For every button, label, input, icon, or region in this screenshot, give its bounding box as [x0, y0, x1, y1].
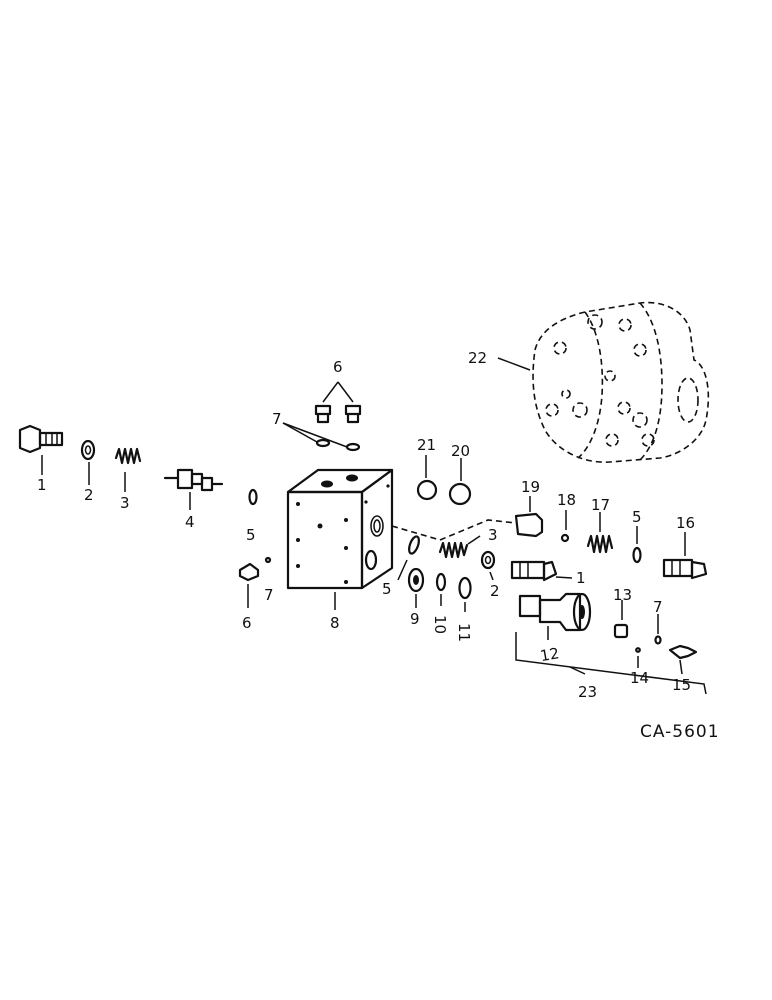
- callout-15: 15: [672, 676, 691, 694]
- part-plug-6-left: [238, 562, 260, 608]
- callout-10: 10: [431, 615, 449, 634]
- callout-17: 17: [591, 496, 610, 514]
- part-plugs-6-top: [314, 381, 362, 424]
- assembly-23-bracket: [515, 632, 707, 695]
- part-plug-1-right: [510, 560, 573, 582]
- part-plug-16: [662, 532, 708, 580]
- callout-23: 23: [578, 683, 597, 701]
- callout-labels: 1 2 3 4 5 6 7 8 6 7 5 9 10 11 3 2 21 20 …: [37, 349, 695, 701]
- part-oring-20: [448, 458, 472, 506]
- part-bushing-13: [613, 600, 629, 639]
- part-oring-5-right: [632, 526, 642, 564]
- part-oring-11: [458, 576, 472, 612]
- callout-2-middle: 2: [490, 582, 500, 600]
- callout-16: 16: [676, 514, 695, 532]
- callout-6-top: 6: [333, 358, 343, 376]
- callout-1-left: 1: [37, 476, 47, 494]
- callout-3-middle: 3: [488, 526, 498, 544]
- callout-12: 12: [539, 644, 561, 665]
- part-ball-14: [635, 647, 641, 668]
- callout-18: 18: [557, 491, 576, 509]
- part-ball-7-left: [264, 556, 272, 564]
- part-cartridge-12: [518, 592, 592, 640]
- callout-14: 14: [630, 669, 649, 687]
- part-oring-7-right: [654, 614, 662, 645]
- part-spool-4: [163, 468, 224, 510]
- callout-20: 20: [451, 442, 470, 460]
- callout-5-left: 5: [246, 526, 256, 544]
- part-orings-7-top: [282, 422, 361, 452]
- callout-4: 4: [185, 513, 195, 531]
- callout-5-middle: 5: [382, 580, 392, 598]
- callout-11: 11: [455, 623, 473, 642]
- part-needle-15: [668, 644, 698, 675]
- part-spring-17: [586, 512, 614, 554]
- part-seal-9: [407, 567, 425, 608]
- callout-9: 9: [410, 610, 420, 628]
- callout-1-right: 1: [576, 569, 586, 587]
- callout-7-left: 7: [264, 586, 274, 604]
- part-oring-18: [560, 510, 570, 543]
- part-poppet-19: [514, 496, 544, 538]
- callout-13: 13: [613, 586, 632, 604]
- part-washer-2-middle: [480, 550, 496, 581]
- callout-5-right: 5: [632, 508, 642, 526]
- drawing-code: CA-5601: [640, 722, 720, 742]
- callout-22: 22: [468, 349, 487, 367]
- callout-2-left: 2: [84, 486, 94, 504]
- callout-21: 21: [417, 436, 436, 454]
- callout-6-left: 6: [242, 614, 252, 632]
- callout-8: 8: [330, 614, 340, 632]
- part-plug-1-left: [18, 424, 64, 475]
- part-pump-22: [497, 301, 710, 463]
- part-oring-5-middle: [397, 535, 420, 581]
- part-washer-2-left: [80, 439, 96, 485]
- part-spring-3-left: [114, 447, 142, 492]
- callout-19: 19: [521, 478, 540, 496]
- callout-7-right: 7: [653, 598, 663, 616]
- part-oring-10: [435, 572, 447, 606]
- part-valve-body-8: [286, 468, 394, 610]
- part-oring-5-left: [248, 488, 258, 506]
- part-spring-3-middle: [438, 535, 481, 559]
- callout-7-top: 7: [272, 410, 282, 428]
- callout-3-left: 3: [120, 494, 130, 512]
- part-oring-21: [416, 455, 438, 501]
- assembly-dash-line: [391, 519, 517, 541]
